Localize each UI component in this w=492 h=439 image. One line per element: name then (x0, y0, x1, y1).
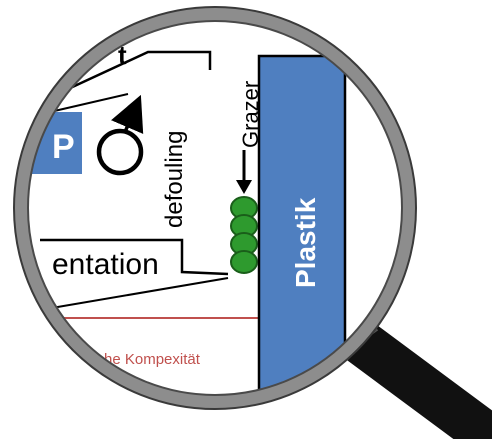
orientation-label: entation (52, 248, 159, 281)
blue-box-label: P (52, 128, 75, 166)
defouling-label: defouling (161, 131, 188, 228)
plastic-label: Plastik (290, 197, 321, 288)
complexity-label: he Kompexität (104, 351, 201, 368)
grazer-cluster (231, 197, 257, 273)
plastic-substrate: Plastik (259, 56, 345, 396)
